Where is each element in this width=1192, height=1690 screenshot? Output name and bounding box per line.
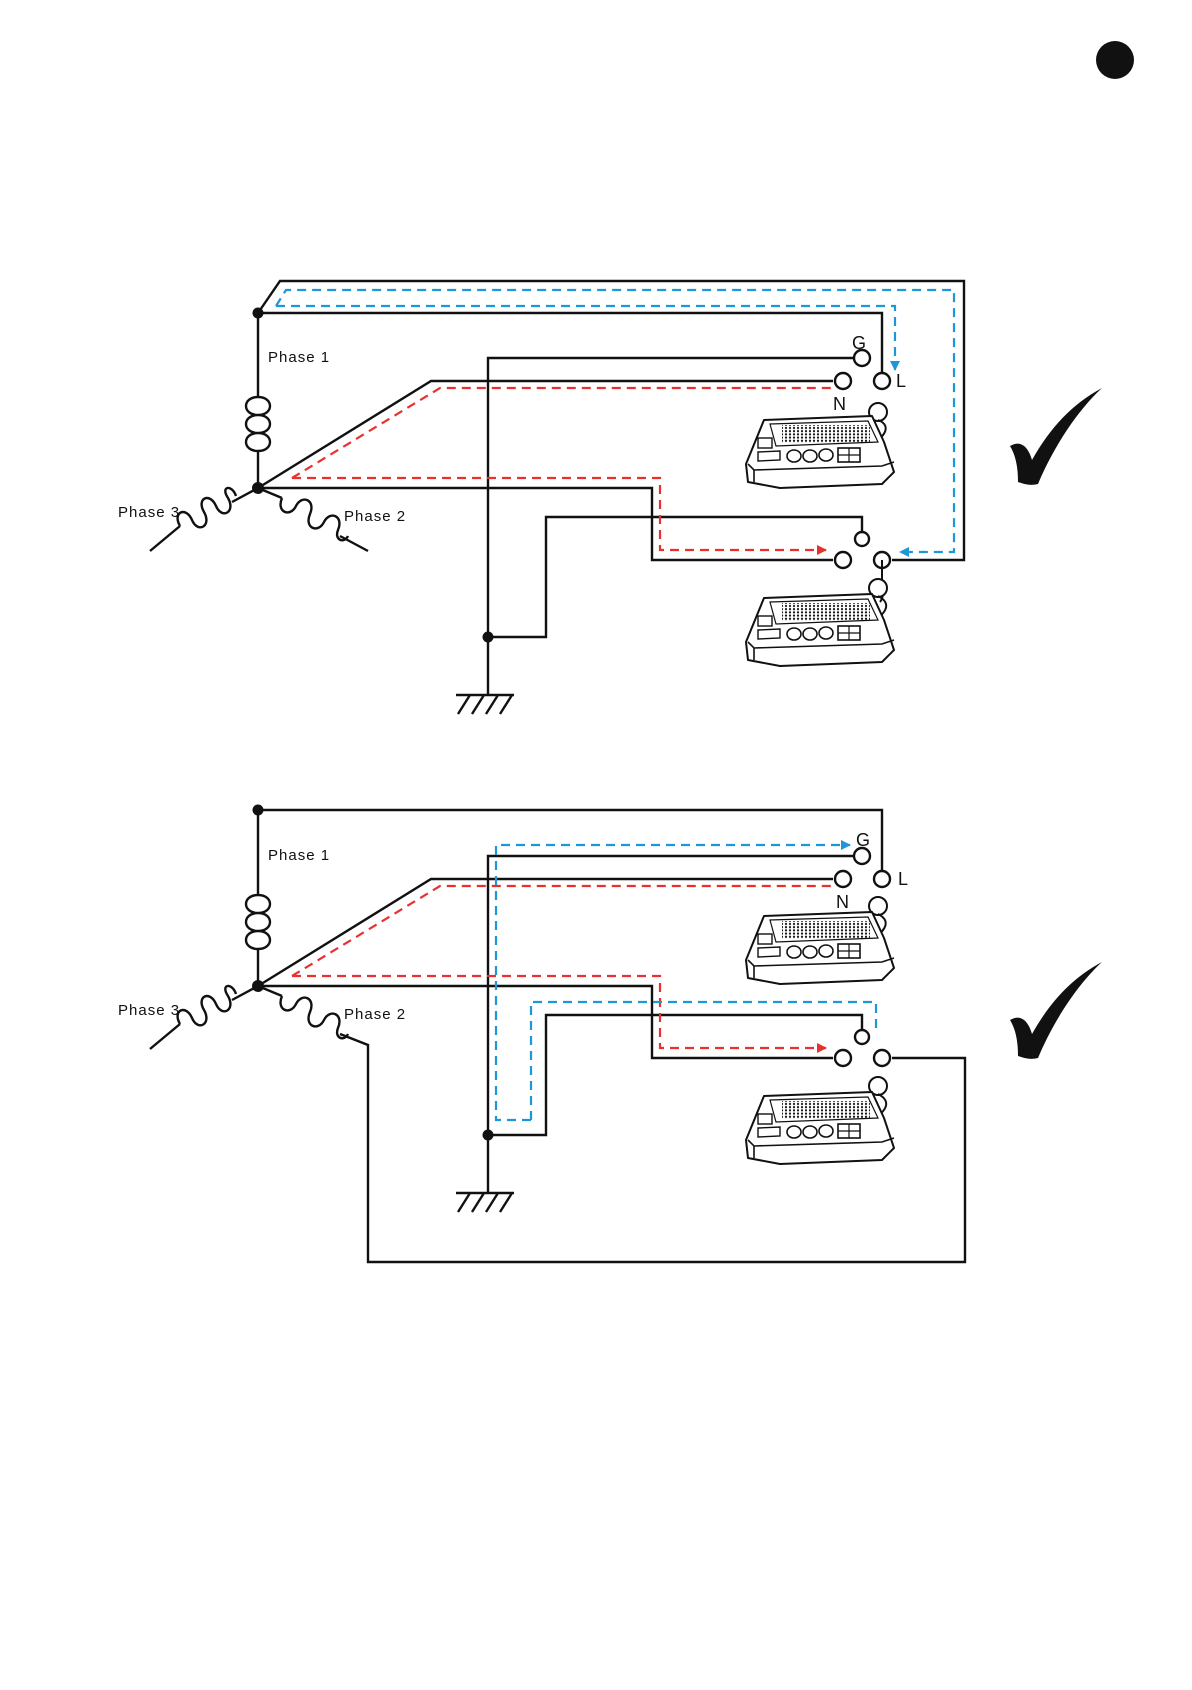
phase-1-label: Phase 1 (268, 349, 330, 366)
checkmark-icon (1010, 388, 1102, 485)
phase-3-label: Phase 3 (118, 504, 180, 521)
page-marker (1096, 41, 1134, 79)
wiring-diagram-1: Phase 1 Phase 2 Phase 3 G L N (118, 281, 1102, 714)
terminal-n-2 (835, 871, 851, 887)
phase3-coil (178, 488, 236, 527)
terminal-g-label: G (852, 333, 866, 353)
phase1-coil (246, 397, 270, 451)
phase3-coil (178, 986, 236, 1025)
earth-fault-path-2 (276, 306, 895, 370)
terminal-l-label: L (898, 869, 908, 889)
terminal-n-1 (835, 373, 851, 389)
ground-symbol (456, 1193, 514, 1212)
phase-2-label: Phase 2 (344, 508, 406, 525)
indicator-device-icon (746, 912, 894, 984)
indicator-device-icon (746, 416, 894, 488)
indicator-device-icon (746, 1092, 894, 1164)
ground-symbol (456, 695, 514, 714)
checkmark-icon (1010, 962, 1102, 1059)
terminal-n-label: N (836, 892, 849, 912)
terminal-g-2 (854, 848, 870, 864)
live-wire (258, 810, 882, 870)
wiring-diagram-2: Phase 1 Phase 2 Phase 3 G L N (118, 805, 1102, 1263)
phase-1-label: Phase 1 (268, 847, 330, 864)
phase-3-label: Phase 3 (118, 1002, 180, 1019)
terminal-l-label: L (896, 371, 906, 391)
terminal-n-label: N (833, 394, 846, 414)
terminal-l-2 (874, 871, 890, 887)
terminal-l-1 (874, 373, 890, 389)
phase-2-label: Phase 2 (344, 1006, 406, 1023)
phase1-coil (246, 895, 270, 949)
phase2-coil (281, 498, 348, 540)
terminal-g-label: G (856, 830, 870, 850)
phase2-coil (281, 996, 348, 1038)
live-wire-top (258, 313, 882, 372)
indicator-device-icon (746, 594, 894, 666)
